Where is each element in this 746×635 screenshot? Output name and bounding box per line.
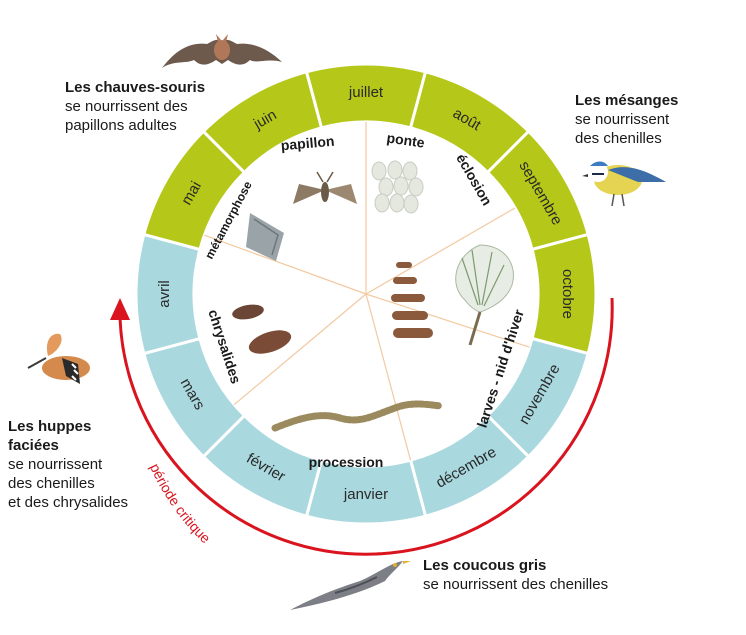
hoopoes-annotation: Les huppes faciées se nourrissent des ch… xyxy=(8,417,128,512)
stage-divider-5 xyxy=(204,234,367,295)
bats-line2: papillons adultes xyxy=(65,117,177,134)
procession-caterpillar-icon xyxy=(271,400,444,432)
caterpillar-icon xyxy=(391,262,433,338)
month-label: avril xyxy=(156,280,173,308)
critical-period-arc xyxy=(118,297,614,556)
chrysalis-icon xyxy=(232,304,292,354)
month-label: juillet xyxy=(348,84,384,101)
stage-divider-3 xyxy=(365,293,412,461)
hoopoes-line3: et des chrysalides xyxy=(8,494,129,511)
bats-title: Les chauves-souris xyxy=(65,79,206,96)
stage-label-papillon: papillon xyxy=(280,133,335,154)
eggs-icon xyxy=(371,160,424,214)
stage-label-ponte: ponte xyxy=(386,129,426,150)
cuckoos-line1: se nourrissent des chenilles xyxy=(423,576,609,593)
hoopoe-icon xyxy=(27,333,90,384)
hoopoes-line1: se nourrissent xyxy=(8,456,103,473)
cuckoo-icon xyxy=(290,561,411,610)
month-label: octobre xyxy=(559,269,576,319)
tits-title: Les mésanges xyxy=(575,92,679,109)
tits-line1: se nourrissent xyxy=(575,111,670,128)
bats-annotation: Les chauves-souris se nourrissent des pa… xyxy=(65,78,205,135)
hoopoes-title1: Les huppes xyxy=(8,418,92,435)
cuckoos-annotation: Les coucous gris se nourrissent des chen… xyxy=(423,556,608,594)
moth-icon xyxy=(293,171,357,204)
winter-nest-icon xyxy=(455,244,514,346)
bats-line1: se nourrissent des xyxy=(65,98,188,115)
cuckoos-title: Les coucous gris xyxy=(423,557,547,574)
critical-period-arrowhead xyxy=(110,298,130,320)
critical-period-label: période critique xyxy=(147,461,214,547)
tits-annotation: Les mésanges se nourrissent des chenille… xyxy=(575,91,678,148)
stage-divider-4 xyxy=(233,293,367,406)
hoopoes-title2: faciées xyxy=(8,437,59,454)
stage-label-procession: procession xyxy=(309,454,384,470)
bat-icon xyxy=(162,34,282,68)
hoopoes-line2: des chenilles xyxy=(8,475,95,492)
blue-tit-icon xyxy=(582,161,666,207)
stage-dividers xyxy=(204,122,530,461)
month-label: janvier xyxy=(343,486,388,503)
metamorphosis-moth-icon xyxy=(246,213,284,261)
tits-line2: des chenilles xyxy=(575,130,662,147)
stage-divider-2 xyxy=(365,293,530,348)
stage-divider-1 xyxy=(365,207,516,295)
